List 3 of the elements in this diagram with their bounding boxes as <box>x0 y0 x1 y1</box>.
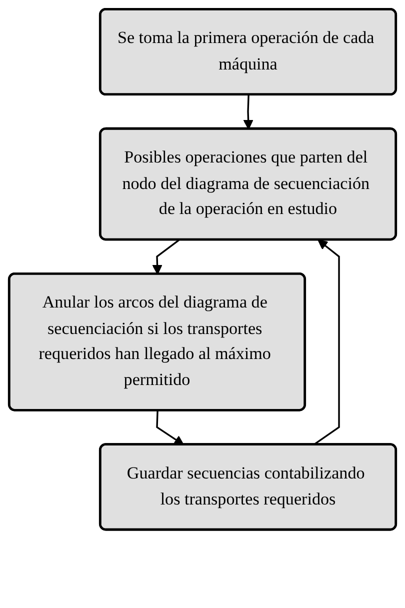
arrow <box>152 239 180 275</box>
arrow <box>156 410 184 446</box>
arrow <box>243 94 254 130</box>
